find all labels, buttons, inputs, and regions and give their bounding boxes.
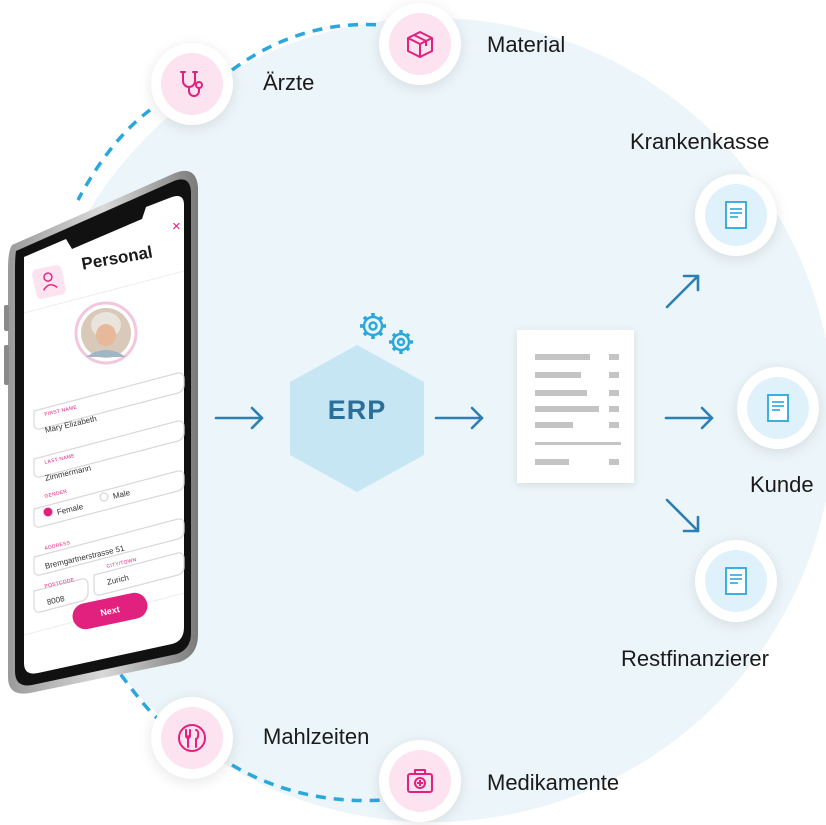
- arrow-phone-to-erp: [214, 406, 264, 430]
- dashed-arc-top-2: [230, 22, 381, 72]
- label-krankenkasse: Krankenkasse: [630, 129, 770, 154]
- label-medikamente: Medikamente: [487, 770, 620, 795]
- node-restfinanzierer[interactable]: [695, 540, 777, 622]
- last-name-field[interactable]: [33, 420, 185, 478]
- first-name-field[interactable]: [33, 372, 185, 430]
- document-lines-icon: [725, 201, 747, 229]
- radio-female[interactable]: [43, 507, 53, 517]
- radio-male[interactable]: [99, 492, 109, 502]
- document-icon: [517, 330, 634, 483]
- background-circle: [30, 18, 826, 822]
- node-kunde[interactable]: [737, 367, 819, 449]
- node-krankenkasse[interactable]: [695, 174, 777, 256]
- node-aerzte[interactable]: [151, 43, 233, 125]
- close-icon[interactable]: ×: [172, 218, 181, 235]
- gender-field[interactable]: [33, 470, 185, 528]
- city-field[interactable]: [93, 552, 185, 596]
- gears-icon: [360, 313, 413, 354]
- arrow-to-restfinanzierer: [665, 498, 700, 533]
- label-kunde: Kunde: [750, 472, 814, 497]
- label-material: Material: [487, 32, 566, 57]
- package-box-icon: [407, 31, 433, 58]
- label-restfinanzierer: Restfinanzierer: [621, 646, 769, 671]
- dashed-arc-bottom-2: [231, 763, 386, 803]
- address-field[interactable]: [33, 518, 185, 576]
- document-lines-icon: [725, 567, 747, 595]
- arrow-erp-to-document: [434, 406, 484, 430]
- node-material[interactable]: [379, 3, 461, 85]
- arrow-to-krankenkasse: [665, 274, 700, 309]
- first-aid-kit-icon: [407, 769, 433, 793]
- phone-screen: [24, 196, 184, 674]
- arrow-to-kunde: [664, 406, 714, 430]
- postcode-field[interactable]: [33, 578, 89, 613]
- stethoscope-icon: [180, 71, 203, 97]
- node-medikamente[interactable]: [379, 740, 461, 822]
- node-mahlzeiten[interactable]: [151, 697, 233, 779]
- erp-hexagon: [290, 345, 424, 492]
- label-aerzte: Ärzte: [263, 70, 315, 95]
- label-mahlzeiten: Mahlzeiten: [263, 724, 370, 749]
- erp-label: ERP: [327, 395, 387, 425]
- document-lines-icon: [767, 394, 789, 422]
- smartphone-illustration: [4, 170, 198, 694]
- user-icon: [32, 265, 66, 299]
- plate-cutlery-icon: [178, 724, 206, 752]
